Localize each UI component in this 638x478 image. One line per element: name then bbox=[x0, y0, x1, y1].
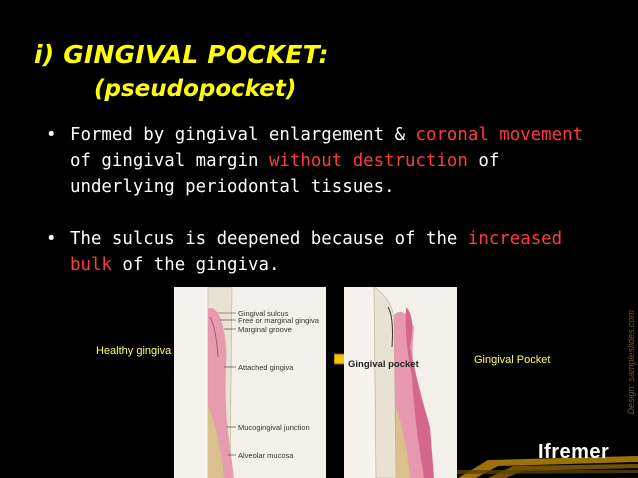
diagram-label: Alveolar mucosa bbox=[238, 451, 294, 460]
pocket-diagram bbox=[344, 287, 434, 478]
bullet-item: • The sulcus is deepened because of the … bbox=[26, 226, 606, 278]
healthy-gingiva-figure: Gingival sulcus Free or marginal gingiva… bbox=[174, 287, 326, 478]
tooth-diagram bbox=[174, 287, 236, 478]
gingival-pocket-figure: Gingival pocket bbox=[344, 287, 457, 478]
slide-subtitle: (pseudopocket) bbox=[94, 76, 297, 102]
bullet-highlight: increased bulk bbox=[70, 229, 563, 275]
decorative-stripes bbox=[418, 456, 638, 478]
design-credit: Design: sampleslides.com bbox=[626, 310, 636, 415]
bullet-text: Formed by gingival enlargement & bbox=[70, 125, 416, 145]
bullet-item: • Formed by gingival enlargement & coron… bbox=[26, 122, 606, 200]
slide-title: i) GINGIVAL POCKET: bbox=[34, 40, 329, 69]
bullet-text: of gingival margin bbox=[70, 151, 269, 171]
healthy-gingiva-caption: Healthy gingiva bbox=[96, 345, 172, 357]
diagram-label: Gingival sulcus bbox=[238, 309, 289, 318]
bullet-dot: • bbox=[46, 229, 57, 249]
bullet-text: of underlying periodontal tissues. bbox=[70, 151, 500, 197]
pocket-diagram-label: Gingival pocket bbox=[348, 359, 419, 370]
diagram-label: Marginal groove bbox=[238, 325, 292, 334]
bullet-highlight: without destruction bbox=[268, 151, 468, 171]
bullet-text: The sulcus is deepened because of the bbox=[70, 229, 468, 249]
diagram-label: Attached gingiva bbox=[238, 363, 294, 372]
bullet-dot: • bbox=[46, 125, 57, 145]
ifremer-logo: Ifremer bbox=[538, 441, 610, 463]
diagram-label: Free or marginal gingiva bbox=[238, 316, 319, 325]
diagram-label: Mucogingival junction bbox=[238, 423, 310, 432]
bullet-highlight: coronal movement bbox=[415, 125, 584, 145]
gingival-pocket-caption: Gingival Pocket bbox=[474, 354, 551, 366]
bullet-list: • Formed by gingival enlargement & coron… bbox=[26, 122, 606, 278]
bullet-text: of the gingiva. bbox=[111, 255, 280, 275]
